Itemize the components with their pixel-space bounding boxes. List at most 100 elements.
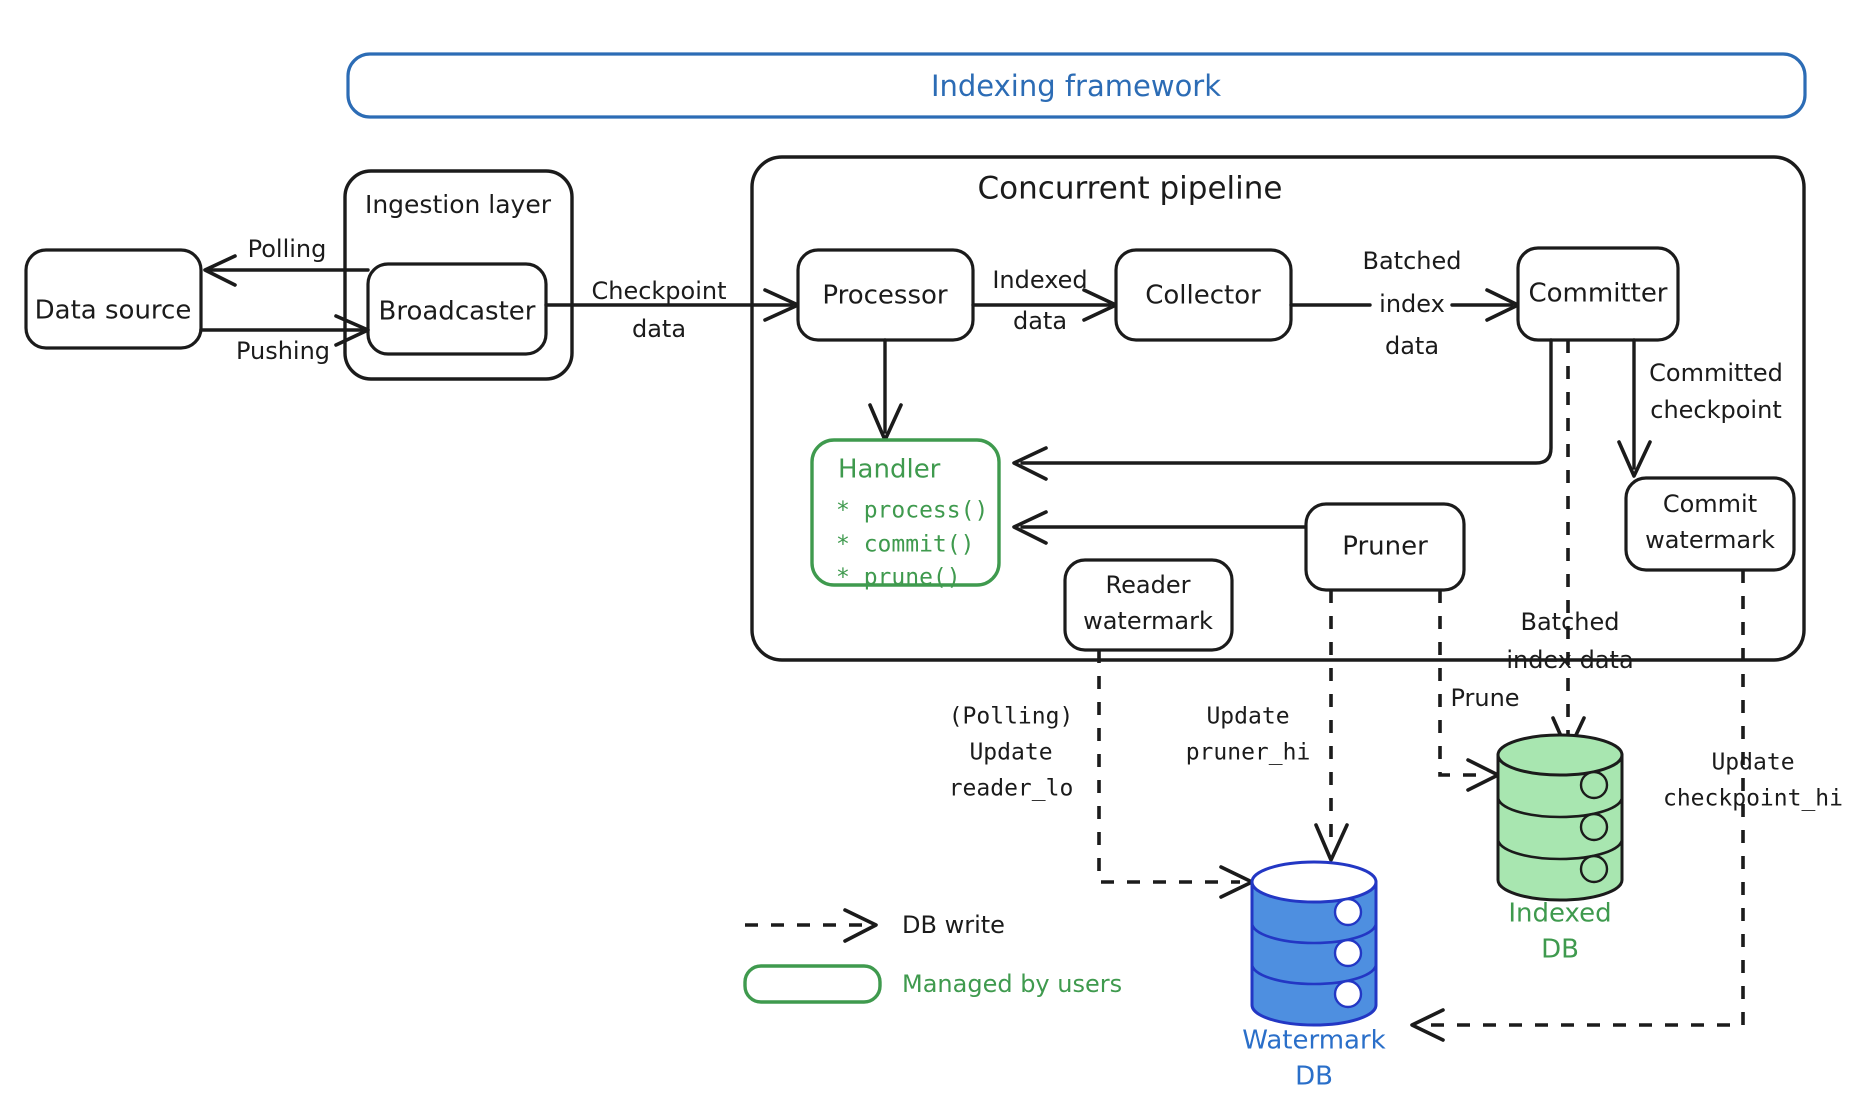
collector-box[interactable] — [1114, 248, 1293, 342]
legend-arrowhead — [843, 908, 878, 943]
edge-checkpoint-data: Checkpoint data — [544, 277, 800, 343]
update-checkpoint-hi-arrowhead — [1410, 1008, 1445, 1042]
handler-method-commit: * commit() — [836, 532, 974, 558]
indexed-db-top[interactable] — [1496, 733, 1624, 777]
handler-title: Handler — [838, 455, 941, 485]
database-watermark-db[interactable]: Watermark DB — [1242, 860, 1386, 1092]
pushing-arrowhead — [334, 314, 370, 347]
committer-handler-arrowhead — [1012, 446, 1048, 481]
concurrent-pipeline-box — [750, 155, 1806, 662]
watermark-db-caption-line2: DB — [1295, 1062, 1333, 1092]
edge-update-pruner-hi: Update pruner_hi — [1186, 590, 1349, 862]
committed-checkpoint-line1: Committed — [1649, 359, 1783, 387]
ingestion-layer-box — [343, 169, 574, 381]
update-checkpoint-hi-line1: Update — [1711, 750, 1794, 776]
data-source-label: Data source — [35, 296, 192, 326]
watermark-db-divider-1 — [1250, 922, 1378, 945]
reader-watermark-box[interactable] — [1063, 558, 1234, 652]
update-pruner-hi-line1: Update — [1206, 704, 1289, 730]
handler-method-prune: * prune() — [836, 565, 961, 591]
pushing-label: Pushing — [236, 337, 330, 365]
update-pruner-hi-line2: pruner_hi — [1186, 740, 1311, 766]
watermark-db-top[interactable] — [1250, 860, 1378, 904]
watermark-db-indicator-1 — [1333, 897, 1363, 927]
edge-pruner-to-handler — [1012, 510, 1308, 545]
broadcaster-box[interactable] — [366, 262, 548, 356]
committer-label: Committer — [1528, 279, 1667, 309]
node-broadcaster[interactable]: Broadcaster — [366, 262, 548, 356]
collector-label: Collector — [1145, 281, 1261, 311]
reader-watermark-line1: Reader — [1106, 571, 1191, 599]
update-checkpoint-hi-line2: checkpoint_hi — [1663, 786, 1843, 812]
database-indexed-db[interactable]: Indexed DB — [1496, 733, 1624, 965]
batched-index-data-top-line3: data — [1385, 332, 1439, 360]
pruner-box[interactable] — [1304, 502, 1466, 592]
indexed-db-indicator-1 — [1579, 770, 1609, 800]
prune-label: Prune — [1450, 684, 1519, 712]
edge-polling: Polling — [203, 235, 370, 287]
node-reader-watermark[interactable]: Reader watermark — [1063, 558, 1234, 652]
edge-batched-index-data-top: Batched index data — [1289, 247, 1520, 360]
framework-title: Indexing framework — [931, 69, 1221, 103]
update-checkpoint-hi-line — [1424, 570, 1745, 1027]
commit-watermark-line1: Commit — [1663, 490, 1757, 518]
update-reader-lo-line — [1097, 650, 1240, 884]
node-pruner[interactable]: Pruner — [1304, 502, 1466, 592]
node-collector[interactable]: Collector — [1114, 248, 1293, 342]
pruner-handler-arrowhead — [1012, 510, 1048, 545]
update-pruner-hi-arrowhead — [1314, 823, 1349, 862]
ingestion-layer-title: Ingestion layer — [365, 190, 552, 219]
indexing-framework-banner: Indexing framework — [346, 52, 1807, 119]
indexed-db-caption-line1: Indexed — [1508, 899, 1611, 929]
commit-watermark-line2: watermark — [1645, 526, 1775, 554]
broadcaster-label: Broadcaster — [379, 297, 536, 327]
edge-processor-to-handler — [868, 338, 903, 442]
commit-watermark-box[interactable] — [1624, 476, 1796, 572]
edge-indexed-data: Indexed data — [971, 266, 1118, 335]
node-data-source[interactable]: Data source — [24, 248, 203, 350]
edge-committer-to-handler — [1012, 338, 1553, 481]
edge-committed-checkpoint: Committed checkpoint — [1617, 338, 1783, 478]
legend-managed-by-users-label: Managed by users — [902, 970, 1122, 998]
legend-item-db-write: DB write — [745, 908, 1005, 943]
legend-db-write-label: DB write — [902, 911, 1005, 939]
pruner-label: Pruner — [1342, 532, 1428, 562]
watermark-db-divider-2 — [1250, 963, 1378, 986]
ingestion-layer-group: Ingestion layer — [343, 169, 574, 381]
indexed-data-label-line1: Indexed — [992, 266, 1087, 294]
watermark-db-caption-line1: Watermark — [1242, 1026, 1385, 1056]
indexed-db-indicator-2 — [1579, 812, 1609, 842]
legend-green-box — [743, 964, 882, 1004]
checkpoint-data-label-line2: data — [632, 315, 686, 343]
data-source-box[interactable] — [24, 248, 203, 350]
batched-index-data-top-line1: Batched — [1363, 247, 1462, 275]
edge-prune: Prune — [1438, 590, 1520, 792]
node-processor[interactable]: Processor — [796, 248, 975, 342]
polling-arrowhead — [203, 254, 237, 287]
concurrent-pipeline-title: Concurrent pipeline — [978, 171, 1283, 207]
processor-label: Processor — [822, 281, 948, 311]
framework-banner-box — [346, 52, 1807, 119]
batched-index-data-top-line2: index — [1379, 290, 1445, 318]
node-commit-watermark[interactable]: Commit watermark — [1624, 476, 1796, 572]
edge-update-checkpoint-hi: Update checkpoint_hi — [1410, 570, 1843, 1042]
indexed-db-divider-2 — [1496, 838, 1624, 861]
indexed-db-caption-line2: DB — [1541, 935, 1579, 965]
edge-update-reader-lo: (Polling) Update reader_lo — [949, 650, 1254, 899]
legend-item-managed-by-users: Managed by users — [743, 964, 1122, 1004]
node-committer[interactable]: Committer — [1516, 246, 1680, 342]
node-handler[interactable]: Handler * process() * commit() * prune() — [810, 438, 1001, 591]
polling-label: Polling — [248, 235, 327, 263]
update-reader-lo-line1: (Polling) — [949, 704, 1074, 730]
checkpoint-data-label-line1: Checkpoint — [591, 277, 726, 305]
prune-line — [1438, 590, 1483, 777]
batched-index-data-bottom-line2: index data — [1506, 646, 1633, 674]
handler-box[interactable] — [810, 438, 1001, 587]
committer-box[interactable] — [1516, 246, 1680, 342]
reader-watermark-line2: watermark — [1083, 607, 1213, 635]
indexed-data-label-line2: data — [1013, 307, 1067, 335]
concurrent-pipeline-group: Concurrent pipeline — [750, 155, 1806, 662]
handler-method-process: * process() — [836, 498, 988, 524]
